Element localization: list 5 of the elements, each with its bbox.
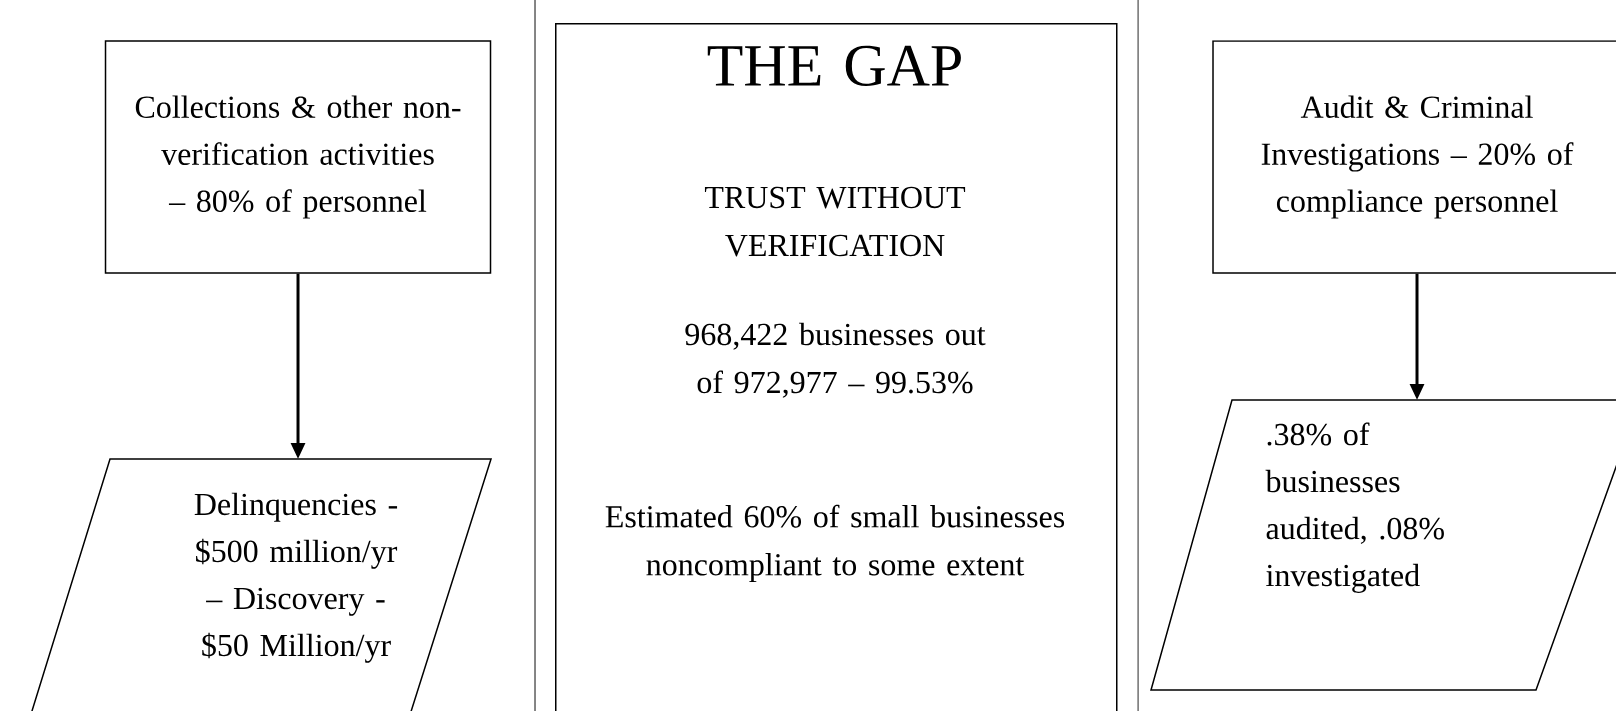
data-parallelogram: .38% of businesses audited, .08% investigated — [1150, 399, 1616, 691]
data-parallelogram: Delinquencies - $500 million/yr – Discovery - $50 Million/yr — [22, 458, 493, 711]
panel-box: THE GAP TRUST WITHOUT VERIFICATION 968,422 businesses out of 972,977 – 99.53% Estimated 60% of small businesses noncompliant to some extent — [555, 23, 1118, 711]
process-box: Audit & Criminal Investigations – 20% of compliance personnel — [1212, 40, 1616, 274]
process-box: Collections & other non-verification activities – 80% of personnel — [104, 40, 492, 274]
